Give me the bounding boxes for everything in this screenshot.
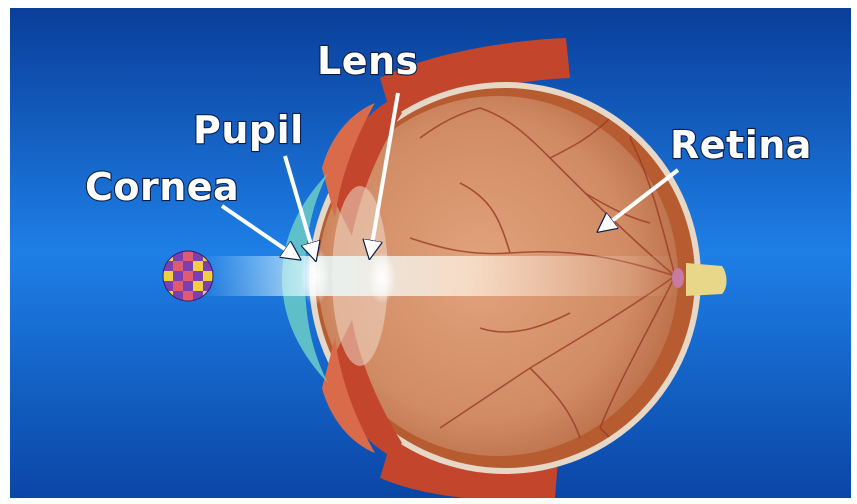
light-beam [200, 256, 680, 296]
pupil-label: Pupil [193, 108, 304, 152]
lens-focus-glow-2 [368, 252, 396, 304]
cornea-label: Cornea [85, 165, 239, 209]
eye-anatomy-diagram: Lens Pupil Cornea Retina [10, 8, 851, 498]
lens-label: Lens [317, 39, 419, 83]
retina-label: Retina [670, 123, 812, 167]
